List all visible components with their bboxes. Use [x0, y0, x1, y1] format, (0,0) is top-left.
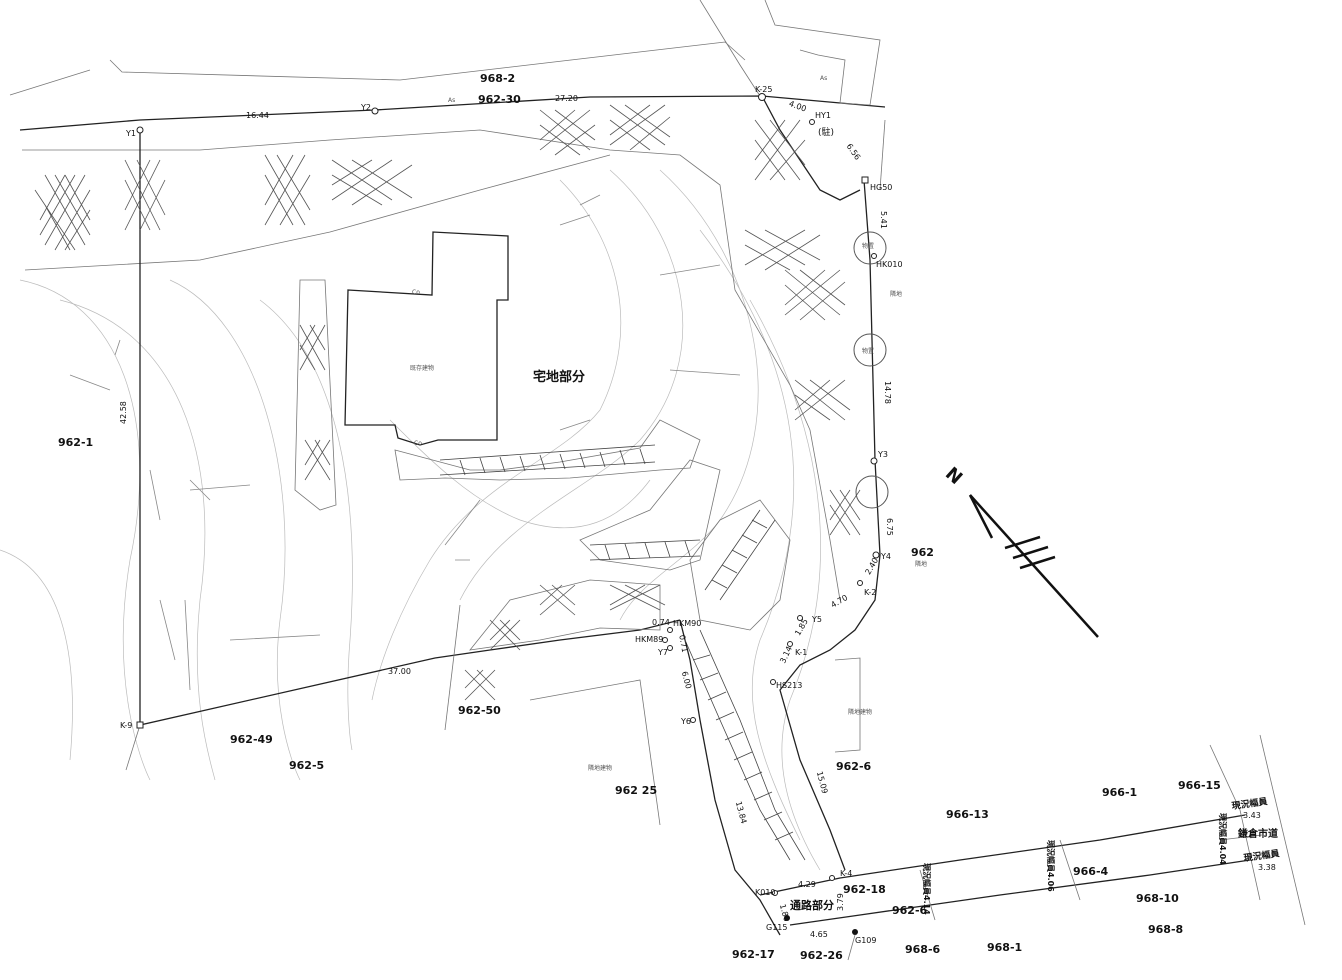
- shed-label: 物置: [862, 347, 874, 355]
- parcel-label: 962-30: [478, 93, 521, 106]
- parcel-numbers: 968-2 962-30 962-1 962-50 962-49 962-5 9…: [58, 72, 1221, 962]
- road-name: 鎌倉市道: [1237, 827, 1278, 840]
- distance-label: 6.75: [885, 518, 894, 536]
- building-label: 隣地建物: [588, 764, 612, 772]
- road-width-label-1: 現況幅員: [1231, 795, 1268, 812]
- passage-label: 通路部分: [790, 898, 834, 912]
- parcel-label: 968-8: [1148, 923, 1183, 936]
- north-label: N: [941, 463, 966, 489]
- parcel-label: 968-10: [1136, 892, 1179, 905]
- distance-label: 15.09: [815, 770, 830, 794]
- point-label: Y3: [877, 450, 888, 459]
- road-width-mid: 現況幅員4.06: [1046, 840, 1056, 892]
- co-label: Co: [414, 440, 422, 447]
- point-label: HG50: [870, 183, 892, 192]
- parcel-label: 966-15: [1178, 779, 1221, 792]
- distance-label: 14.78: [883, 381, 892, 404]
- point-label: G109: [855, 936, 876, 945]
- point-label: Y4: [880, 552, 891, 561]
- road-width-value-2: 3.38: [1258, 863, 1276, 872]
- parcel-label: 962-6: [836, 760, 872, 773]
- neighbor-label: 隣地: [915, 560, 927, 568]
- small-labels: 既存建物 隣地建物 隣地建物 物置 物置 隣地 隣地 (駐) As As Co …: [410, 75, 927, 772]
- distance-labels: 16.44 27.20 4.00 6.56 5.41 14.78 6.75 2.…: [119, 94, 894, 939]
- distance-label: 0.71: [677, 634, 689, 653]
- road-width-value-1: 3.43: [1243, 811, 1261, 820]
- road-width-left: 現況幅員4.14: [922, 863, 932, 915]
- distance-label: 27.20: [555, 94, 578, 103]
- point-label: Y1: [125, 129, 136, 138]
- parking-label: (駐): [818, 126, 834, 138]
- point-label: K-4: [840, 869, 852, 878]
- parcel-label: 962-49: [230, 733, 273, 746]
- parcel-label: 966-4: [1073, 865, 1109, 878]
- road-width-side: 現況幅員4.04: [1218, 813, 1228, 865]
- distance-label: 4.70: [829, 593, 849, 610]
- point-label: K010: [755, 888, 776, 897]
- distance-label: 37.00: [388, 667, 411, 676]
- parcel-label: 962 25: [615, 784, 657, 797]
- as-label: As: [448, 97, 455, 104]
- hatched-areas: [34, 104, 861, 701]
- parcel-label: 962-1: [58, 436, 93, 449]
- co-label: Co: [412, 289, 420, 296]
- point-label: HK010: [876, 260, 903, 269]
- contour-lines: [0, 169, 821, 871]
- distance-label: 4.29: [798, 880, 816, 889]
- residential-label: 宅地部分: [533, 369, 585, 385]
- survey-points: [136, 93, 889, 935]
- distance-label: 3.14: [778, 645, 794, 665]
- point-label: K-1: [795, 648, 807, 657]
- parcel-label: 962-18: [843, 883, 886, 896]
- parcel-label: 962: [911, 546, 934, 559]
- step-blocks: [439, 444, 806, 861]
- distance-label: 16.44: [246, 111, 269, 120]
- parcel-label: 968-6: [905, 943, 941, 956]
- north-arrow: [968, 494, 1099, 638]
- distance-label: 1.80: [778, 903, 791, 923]
- point-label: Y7: [657, 648, 668, 657]
- point-label: G115: [766, 923, 787, 932]
- point-label: K-9: [120, 721, 132, 730]
- neighbor-label: 隣地: [890, 290, 902, 298]
- existing-building: [294, 231, 791, 651]
- distance-label: 4.00: [788, 99, 808, 114]
- point-label: K-25: [755, 85, 772, 94]
- distance-label: 6.56: [845, 142, 863, 162]
- parcel-label: 968-1: [987, 941, 1022, 954]
- parcel-label: 962-5: [289, 759, 324, 772]
- distance-label: 4.65: [810, 930, 828, 939]
- parcel-label: 968-2: [480, 72, 515, 85]
- distance-label: 0.74: [652, 618, 670, 627]
- distance-label: 3.79: [836, 893, 845, 911]
- building-label: 既存建物: [410, 364, 434, 372]
- point-label: Y6: [680, 717, 691, 726]
- parcel-label: 962-26: [800, 949, 843, 962]
- point-label: HS213: [776, 681, 802, 690]
- as-label: As: [820, 75, 827, 82]
- point-label: HY1: [815, 111, 831, 120]
- parcel-label: 962-17: [732, 948, 775, 961]
- parcel-label: 962-50: [458, 704, 501, 717]
- misc-strokes: [69, 194, 741, 691]
- shed-label: 物置: [862, 242, 874, 250]
- point-label: HKM90: [673, 619, 701, 628]
- parcel-label: 962-6: [892, 904, 928, 917]
- point-label: Y5: [811, 615, 822, 624]
- distance-label: 1.85: [793, 617, 810, 637]
- parcel-lines: [9, 0, 1306, 961]
- parcel-label: 966-1: [1102, 786, 1137, 799]
- distance-label: 5.41: [879, 211, 888, 229]
- point-labels: Y1 Y2 K-25 HY1 HG50 HK010 Y3 Y4 K-2 Y5 K…: [120, 85, 903, 945]
- parcel-label: 966-13: [946, 808, 989, 821]
- distance-label: 42.58: [119, 401, 128, 424]
- distance-label: 13.84: [734, 800, 749, 824]
- distance-label: 6.00: [680, 670, 693, 690]
- building-label: 隣地建物: [848, 708, 872, 716]
- point-label: HKM89: [635, 635, 663, 644]
- point-label: Y2: [360, 103, 371, 112]
- point-label: K-2: [864, 588, 876, 597]
